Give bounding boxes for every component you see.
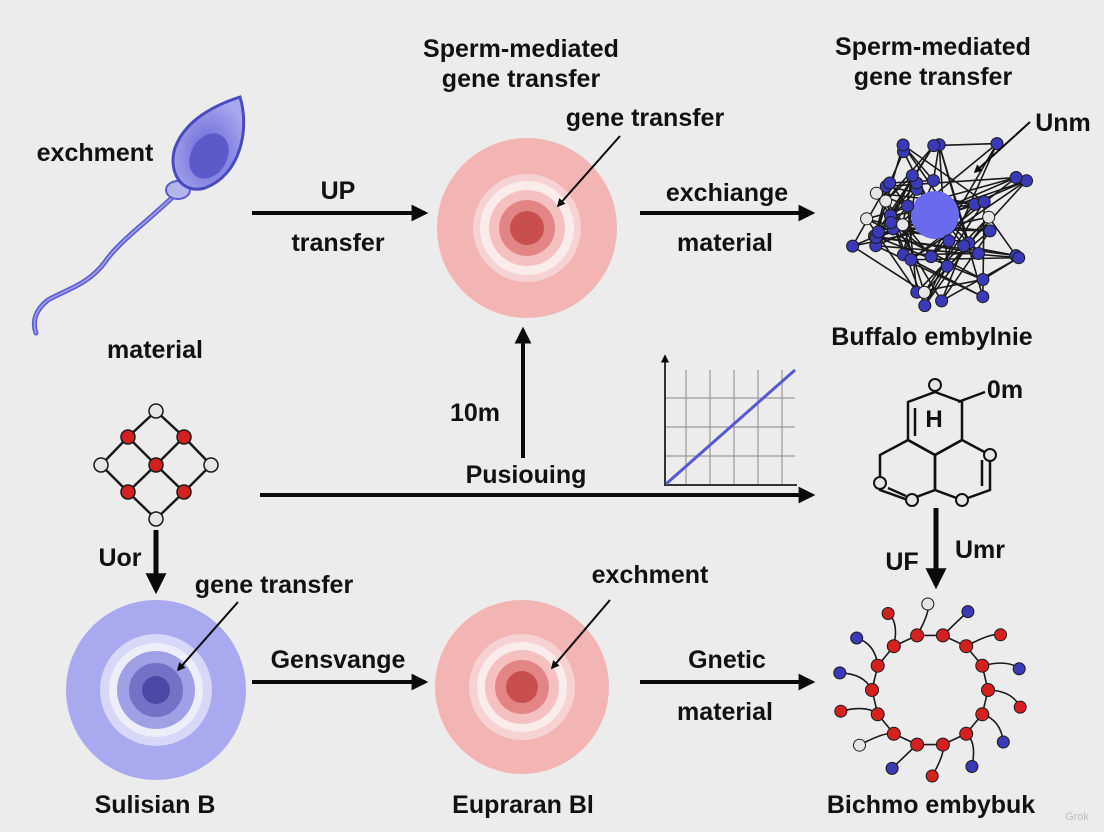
network1-title: Sperm-mediated gene transfer bbox=[835, 33, 1031, 91]
blue-cell-icon bbox=[66, 600, 246, 780]
network1-pointer-label: Unm bbox=[1035, 109, 1091, 137]
network1-caption: Buffalo embylnie bbox=[831, 323, 1033, 351]
lattice-structure-icon bbox=[93, 403, 219, 527]
pointer-cell1 bbox=[556, 135, 621, 208]
arrow4-top-label: Gnetic bbox=[688, 646, 766, 674]
cell1-title: Sperm-mediated gene transfer bbox=[423, 35, 619, 93]
bichmo-embryo-network-icon bbox=[833, 597, 1027, 783]
pointer-network1 bbox=[973, 121, 1031, 174]
down-arrow-right-right-label: Umr bbox=[954, 536, 1006, 564]
blue-cell-caption: Sulisian B bbox=[94, 791, 216, 819]
arrow2-bottom-label: material bbox=[677, 229, 773, 257]
down-arrow-right-left-label: UF bbox=[885, 548, 919, 576]
pink-cell-top-icon bbox=[437, 138, 617, 318]
cell1-pointer-label: gene transfer bbox=[565, 104, 725, 132]
up-arrow-label: 10m bbox=[449, 399, 501, 427]
sperm-bottom-label: material bbox=[107, 336, 203, 364]
arrow4-bottom-label: material bbox=[677, 698, 773, 726]
watermark: Grok bbox=[1065, 811, 1089, 823]
molecule-label: 0m bbox=[986, 376, 1024, 404]
sperm-top-label: exchment bbox=[36, 139, 154, 167]
cell3-pointer-label: exchment bbox=[591, 561, 709, 589]
arrow1-top-label: UP bbox=[320, 177, 356, 205]
long-arrow-label: Pusiouing bbox=[465, 461, 587, 489]
arrow3-top-label: Gensvange bbox=[270, 646, 406, 674]
buffalo-embryo-network-icon bbox=[846, 137, 1033, 313]
molecule-atoms bbox=[873, 378, 997, 507]
arrow1-bottom-label: transfer bbox=[291, 229, 385, 257]
pointer-cell3 bbox=[550, 599, 611, 670]
cell3-caption: Eupraran Bl bbox=[452, 791, 594, 819]
arrow2-top-label: exchiange bbox=[665, 179, 789, 207]
pointer-blue-cell bbox=[176, 601, 239, 672]
network2-caption: Bichmo embybuk bbox=[826, 791, 1036, 819]
pink-cell-bottom-icon bbox=[435, 600, 609, 774]
sperm-cell-icon bbox=[31, 95, 246, 336]
blue-cell-pointer-label: gene transfer bbox=[194, 571, 354, 599]
down-arrow-left-label: Uor bbox=[98, 544, 142, 572]
line-graph-icon bbox=[660, 354, 797, 486]
molecule-atom-label: H bbox=[925, 406, 943, 433]
